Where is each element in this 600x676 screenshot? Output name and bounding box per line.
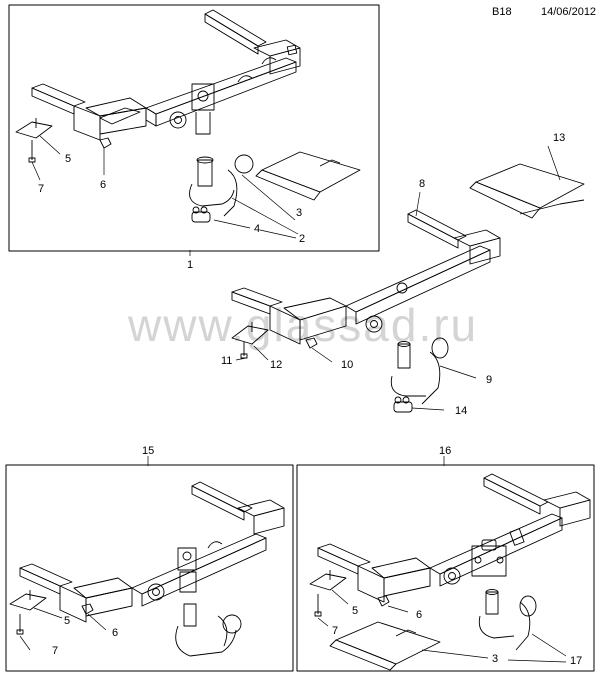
assembly-1-frame xyxy=(8,4,380,252)
detachable-tow-ball-9 xyxy=(390,337,449,405)
towbar-crossbeam-8 xyxy=(231,209,501,345)
nut-1 xyxy=(99,137,112,149)
bolt-15 xyxy=(16,614,24,635)
instruction-pouch-16 xyxy=(329,621,441,671)
callout-2: 2 xyxy=(299,233,305,245)
callout-5c: 5 xyxy=(352,605,358,617)
detachable-tow-ball-17 xyxy=(478,589,537,651)
callout-11: 11 xyxy=(221,355,232,367)
leader-lines-16 xyxy=(317,456,567,663)
leader-lines-15 xyxy=(19,456,149,651)
tow-ball-15 xyxy=(175,571,242,657)
assembly-15-frame xyxy=(5,464,294,672)
callout-7b: 7 xyxy=(52,645,58,657)
towbar-crossbeam-1 xyxy=(31,9,301,141)
instruction-pouch-1 xyxy=(255,151,361,201)
leader-lines-1 xyxy=(31,135,299,256)
callout-7: 7 xyxy=(38,183,44,195)
callout-6c: 6 xyxy=(416,609,422,621)
bolt-1 xyxy=(28,140,36,163)
bracket-plate-15 xyxy=(9,590,47,611)
bracket-plate-16 xyxy=(309,570,347,591)
watermark-text: www.glassad.ru xyxy=(128,299,479,351)
callout-7c: 7 xyxy=(332,625,338,637)
callout-17: 17 xyxy=(570,655,582,667)
towbar-crossbeam-16 xyxy=(317,473,591,603)
callout-15: 15 xyxy=(142,445,154,457)
callout-6: 6 xyxy=(100,179,106,191)
callout-9: 9 xyxy=(486,374,492,386)
callout-16: 16 xyxy=(439,445,451,457)
callout-8: 8 xyxy=(419,178,425,190)
bolt-11 xyxy=(240,342,248,359)
nut-15 xyxy=(81,603,94,615)
callout-1: 1 xyxy=(187,259,193,271)
diagram-code: B18 xyxy=(492,6,512,18)
callout-4: 4 xyxy=(254,223,260,235)
callout-13: 13 xyxy=(553,132,565,144)
callout-5: 5 xyxy=(65,153,71,165)
callout-6b: 6 xyxy=(112,627,118,639)
tow-ball-1 xyxy=(189,154,254,217)
callout-3: 3 xyxy=(296,207,302,219)
assembly-16-frame xyxy=(296,464,595,672)
callout-3b: 3 xyxy=(492,653,498,665)
bolt-16 xyxy=(314,594,322,617)
diagram-date: 14/06/2012 xyxy=(541,6,597,18)
leader-lines-centre xyxy=(235,145,561,411)
bracket-plate-1 xyxy=(15,118,53,139)
callout-14: 14 xyxy=(455,405,467,417)
callout-10: 10 xyxy=(341,359,353,371)
callout-5b: 5 xyxy=(64,615,70,627)
nut-10 xyxy=(305,337,318,349)
instruction-pouch-13 xyxy=(469,163,585,219)
bracket-plate-12 xyxy=(231,322,269,345)
lock-key-1 xyxy=(191,206,211,223)
towbar-crossbeam-15 xyxy=(19,481,285,623)
lock-key-14 xyxy=(393,396,413,413)
callout-12: 12 xyxy=(270,359,282,371)
nut-16 xyxy=(377,595,390,607)
